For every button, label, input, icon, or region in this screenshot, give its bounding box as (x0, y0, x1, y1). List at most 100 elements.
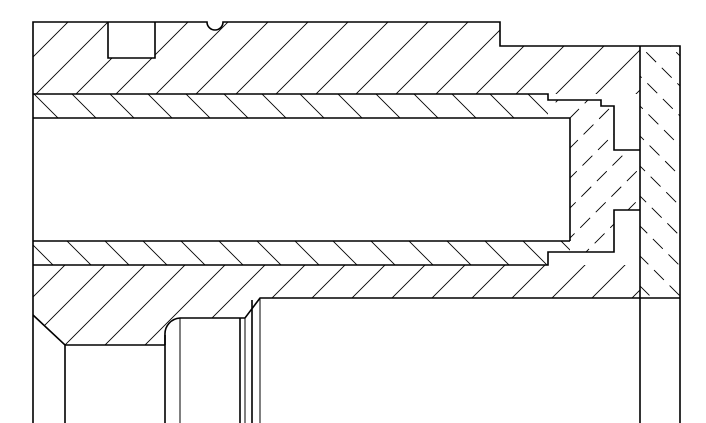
hatch-line (271, 241, 570, 265)
hatch-line (579, 22, 640, 94)
hatch-line (614, 0, 706, 423)
hatch-line (339, 265, 640, 345)
hatch-line (640, 46, 680, 298)
hatch-line (548, 94, 640, 252)
hatch-line (78, 0, 518, 423)
hatch-line (678, 0, 706, 423)
hatch-line (640, 46, 680, 298)
hatch-line (271, 94, 548, 118)
hatch-line (33, 241, 371, 265)
hatch-line (459, 265, 640, 345)
hatch-line (0, 0, 68, 423)
hatch-line (419, 22, 640, 94)
hatch-line (0, 0, 274, 423)
hatch-line (33, 265, 421, 345)
hatch-line (43, 94, 485, 118)
hatch-line (259, 265, 640, 345)
hatch-line (0, 0, 278, 423)
hatch-line (33, 241, 257, 265)
hatch-line (233, 241, 570, 265)
hatch-line (617, 94, 640, 252)
hatch-line (33, 265, 141, 345)
hatch-line (379, 265, 640, 345)
hatch-line (33, 22, 461, 94)
hatch-line (0, 0, 8, 423)
hatch-line (157, 94, 548, 118)
hatch-line (0, 0, 158, 423)
hatch-line (81, 241, 523, 265)
lower-sleeve-outline (33, 209, 640, 266)
hatch-line (548, 94, 640, 252)
hatch-line (499, 22, 640, 94)
hatch-line (33, 22, 61, 94)
outer-groove (107, 22, 156, 59)
hatch-line (309, 94, 548, 118)
hatch-line (33, 265, 261, 345)
hatch-line (379, 22, 640, 94)
hatch-line (652, 0, 706, 423)
hatch-line (548, 94, 640, 252)
hatch-line (33, 241, 105, 265)
hatch-line (539, 265, 640, 345)
hatch-line (104, 0, 544, 423)
hatch-line (33, 22, 341, 94)
hatch-line (233, 94, 548, 118)
hatch-line (0, 0, 154, 423)
hatch-line (0, 0, 64, 423)
hatch-line (0, 0, 248, 423)
hatch-line (33, 241, 181, 265)
hatch-line (33, 22, 141, 94)
hatch-line (690, 0, 706, 423)
hatch-line (640, 46, 680, 298)
hatch-line (419, 265, 640, 345)
hatch-line (33, 22, 221, 94)
hatch-line (179, 22, 621, 94)
hatch-line (347, 94, 548, 118)
hatch-line (299, 265, 640, 345)
hatch-line (673, 46, 680, 298)
hatch-line (652, 0, 706, 423)
hatch-line (0, 0, 188, 423)
hatch-line (33, 94, 333, 118)
hatch-line (0, 0, 124, 423)
hatch-line (33, 94, 181, 118)
hatch-line (643, 46, 680, 298)
hatch-line (548, 94, 640, 252)
hatch-line (640, 46, 680, 298)
hatch-line (539, 22, 640, 94)
hatch-line (33, 94, 371, 118)
hatch-line (259, 22, 640, 94)
hatch-line (33, 265, 381, 345)
hatch-line (139, 265, 581, 345)
hatch-line (548, 94, 640, 252)
hatch-line (548, 94, 639, 252)
hatch-line (576, 0, 706, 423)
hatch-line (179, 265, 621, 345)
hatch-line (48, 0, 488, 423)
hatch-line (219, 265, 640, 345)
hatch-line (660, 0, 706, 423)
hatch-line (499, 265, 640, 345)
hatch-line (164, 0, 604, 423)
hatch-line (33, 241, 333, 265)
hatch-line (157, 241, 570, 265)
hatch-line (557, 94, 640, 252)
upper-sleeve-outline (33, 93, 640, 151)
hatch-line (548, 94, 640, 252)
hatch-line (640, 46, 680, 298)
hatch-line (0, 0, 424, 423)
hatch-line (0, 0, 244, 423)
hatch-line (461, 241, 570, 265)
hatch-line (459, 22, 640, 94)
hatch-line (0, 0, 34, 423)
hatch-line (0, 0, 20, 423)
hatch-line (640, 46, 680, 298)
hatch-line (614, 0, 706, 423)
hatch-line (640, 46, 680, 298)
hatch-line (59, 265, 501, 345)
hatch-line (0, 0, 20, 423)
